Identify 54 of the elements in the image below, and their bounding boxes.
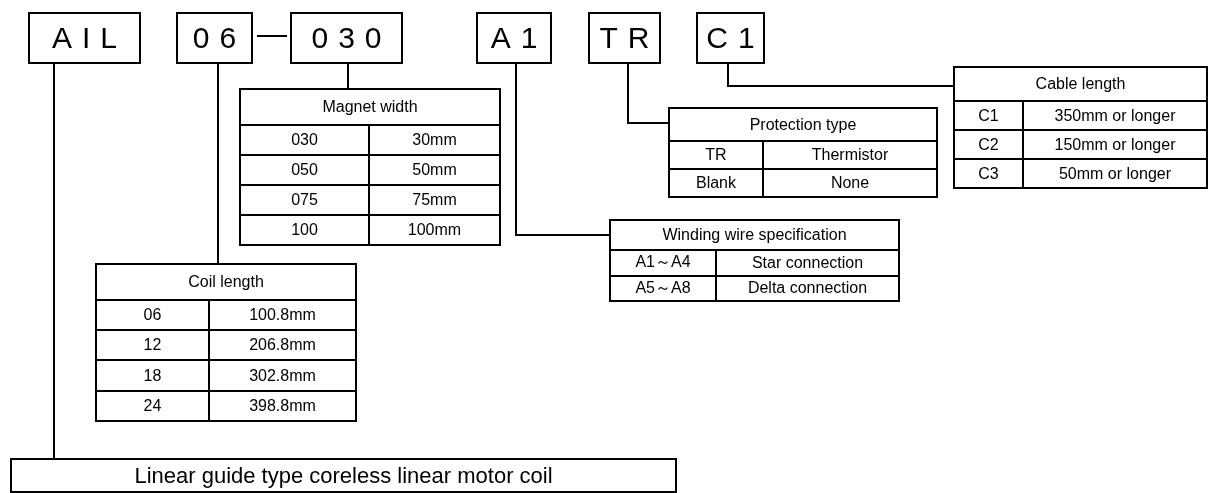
option-table <box>953 66 1208 189</box>
table-header: Winding wire specification <box>661 225 848 246</box>
code-separator: — <box>257 17 287 51</box>
table-cell-text: Delta connection <box>746 278 869 299</box>
description-box: Linear guide type coreless linear motor coil <box>10 458 677 493</box>
connector-line <box>217 63 219 264</box>
table-cell: 24 <box>97 391 210 420</box>
table-cell-text: 30mm <box>411 129 458 150</box>
connector-line <box>53 63 55 459</box>
table-cell: A5～A8 <box>611 276 717 300</box>
table-cell: Blank <box>670 170 764 196</box>
table-cell: 18 <box>97 361 210 390</box>
table-cell-text: 206.8mm <box>248 335 317 356</box>
table-header: Coil length <box>187 271 265 292</box>
table-header: Magnet width <box>321 96 419 117</box>
connector-line <box>515 63 610 236</box>
table-cell-text: 100.8mm <box>248 305 317 326</box>
table-cell-text: None <box>829 173 871 194</box>
table-cell: 030 <box>241 125 370 154</box>
table-cell-text: 50mm <box>411 159 458 180</box>
table-header: Cable length <box>1034 74 1127 95</box>
table-cell-text: 350mm or longer <box>1053 105 1177 126</box>
table-cell-text: 398.8mm <box>248 395 317 416</box>
connector-line <box>347 63 349 89</box>
table-cell-text: 302.8mm <box>248 365 317 386</box>
connector-line <box>727 63 954 87</box>
table-cell: 050 <box>241 155 370 184</box>
option-table <box>239 88 501 246</box>
code-segment-box: A1 <box>476 12 552 64</box>
table-cell: C2 <box>955 131 1024 159</box>
table-cell: 100 <box>241 215 370 244</box>
table-cell: 06 <box>97 300 210 330</box>
code-segment-box: AIL <box>28 12 141 64</box>
table-cell: 075 <box>241 185 370 214</box>
code-segment-box: C1 <box>696 12 765 64</box>
table-cell: TR <box>670 142 764 169</box>
table-cell-text: Thermistor <box>810 145 890 166</box>
table-cell-text: 75mm <box>411 189 458 210</box>
table-cell-text: 150mm or longer <box>1053 134 1177 155</box>
option-table <box>95 263 357 422</box>
table-cell: C1 <box>955 102 1024 130</box>
option-table <box>609 219 900 302</box>
code-segment-box: TR <box>588 12 661 64</box>
table-cell-text: 50mm or longer <box>1057 163 1172 184</box>
code-segment-box: 030 <box>290 12 403 64</box>
table-cell-text: 100mm <box>406 219 463 240</box>
table-header: Protection type <box>748 114 858 135</box>
table-cell-text: Star connection <box>750 252 865 273</box>
table-cell: 12 <box>97 331 210 360</box>
option-table <box>668 107 938 198</box>
code-segment-box: 06 <box>176 12 253 64</box>
table-cell: A1～A4 <box>611 251 717 275</box>
connector-line <box>627 63 669 124</box>
table-cell: C3 <box>955 160 1024 187</box>
